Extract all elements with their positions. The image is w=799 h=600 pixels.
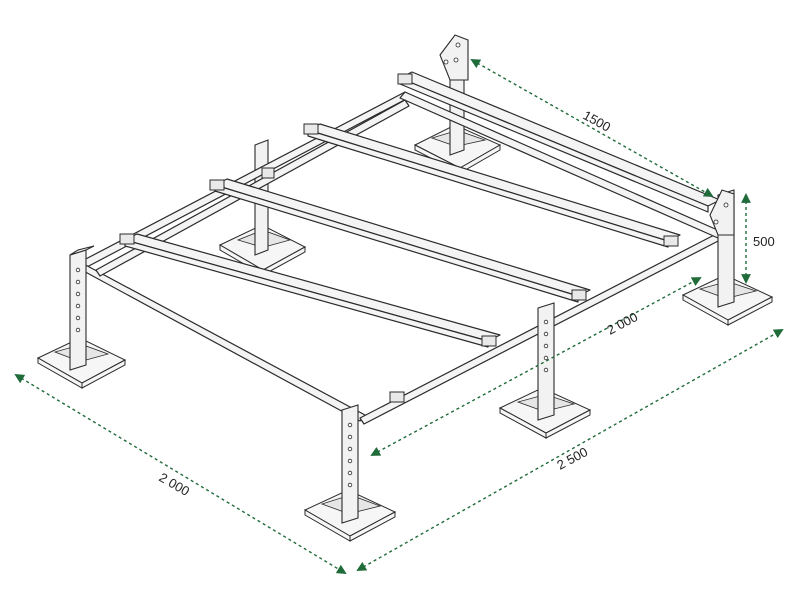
dimension-overall-length: 2 500 xyxy=(356,329,784,571)
post-front-middle xyxy=(537,302,555,421)
dimension-overall-width: 2 000 xyxy=(14,373,347,575)
dimension-top-depth-label: 1500 xyxy=(581,108,614,135)
dimension-overall-width-label: 2 000 xyxy=(157,470,193,499)
dimension-height: 500 xyxy=(741,193,775,284)
dimension-inner-width-label: 2 000 xyxy=(604,309,640,338)
post-front-bottom xyxy=(341,404,359,524)
post-front-left xyxy=(69,245,95,371)
post-front-right xyxy=(709,189,735,308)
dimension-height-label: 500 xyxy=(753,234,775,249)
